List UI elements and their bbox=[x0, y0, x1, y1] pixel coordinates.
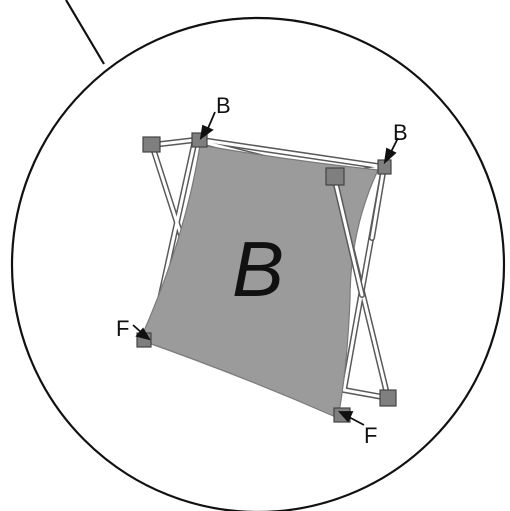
callout-label-bottom-right: F bbox=[364, 423, 377, 448]
hub-bottom-right bbox=[379, 389, 397, 407]
front-rods bbox=[331, 164, 387, 298]
hub-top-left bbox=[142, 136, 161, 153]
hub-top-mid bbox=[325, 167, 345, 186]
pointer-line bbox=[65, 0, 105, 65]
callout-label-top-left: B bbox=[216, 93, 231, 118]
panel-letter: B bbox=[232, 225, 284, 313]
callout-arrows bbox=[132, 111, 399, 426]
callout-label-top-right: B bbox=[393, 120, 408, 145]
callout-label-bottom-left: F bbox=[116, 316, 129, 341]
fabric-panel bbox=[139, 144, 379, 419]
